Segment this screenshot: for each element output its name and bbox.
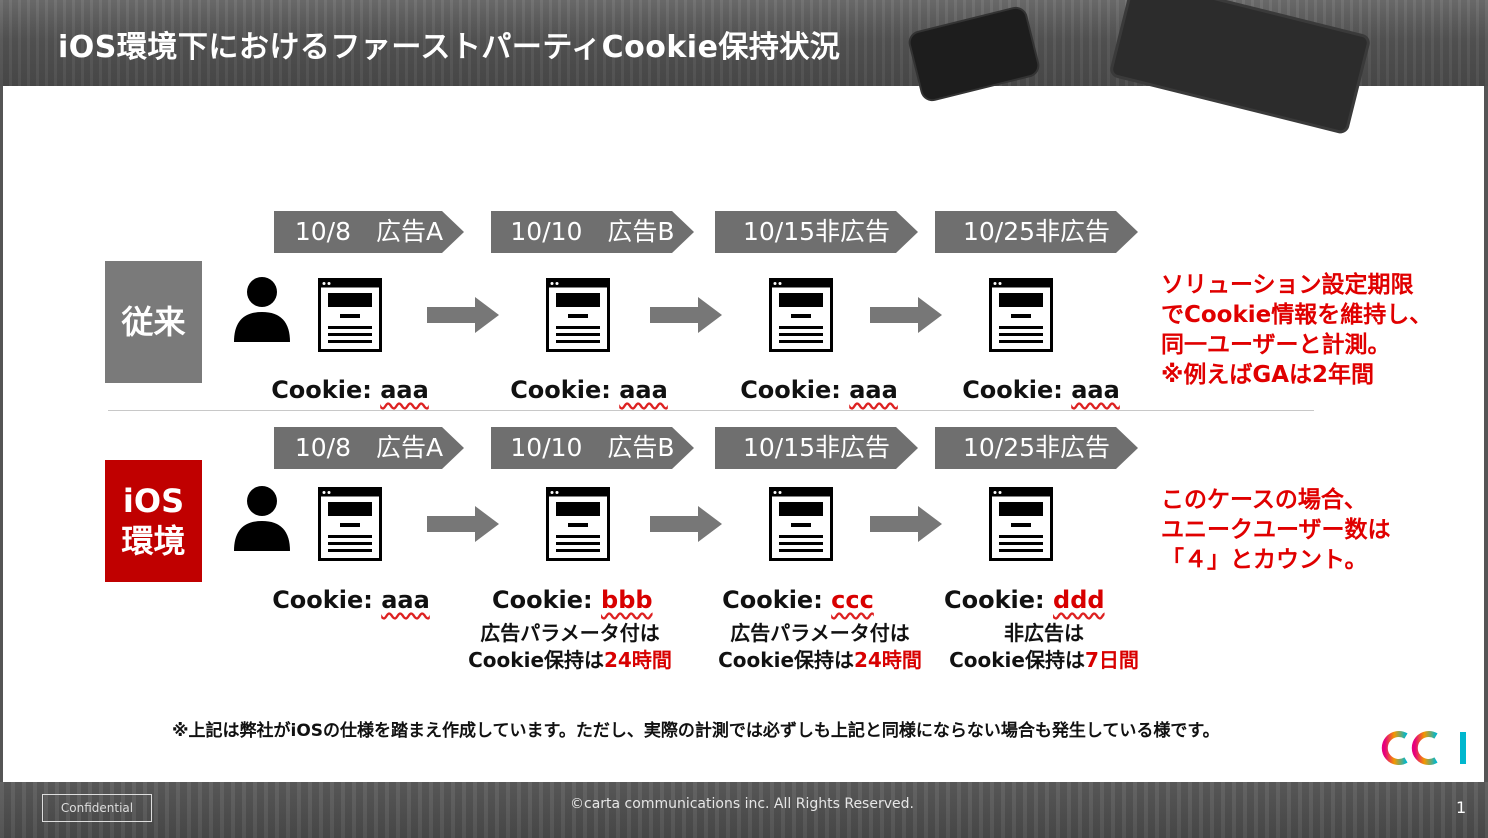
- right-arrow-icon: [870, 506, 942, 542]
- right-arrow-icon: [650, 506, 722, 542]
- step-chevron: 10/8 広告A: [274, 427, 464, 469]
- right-arrow-icon: [427, 506, 499, 542]
- row-divider: [108, 410, 1314, 411]
- retention-note: 広告パラメータ付は Cookie保持は24時間: [468, 621, 672, 672]
- webpage-icon: [546, 278, 610, 352]
- right-arrow-icon: [870, 297, 942, 333]
- person-icon: [234, 486, 290, 551]
- webpage-icon: [546, 487, 610, 561]
- cookie-value: Cookie: bbb: [492, 586, 653, 614]
- row-label-ios-line2: 環境: [121, 522, 186, 560]
- step-chevron: 10/8 広告A: [274, 211, 464, 253]
- cookie-value: Cookie: ccc: [722, 586, 874, 614]
- copyright-text: ©carta communications inc. All Rights Re…: [570, 796, 914, 812]
- side-note-ios: このケースの場合、 ユニークユーザー数は 「４」とカウント。: [1161, 487, 1391, 573]
- webpage-icon: [989, 487, 1053, 561]
- step-chevron: 10/10 広告B: [491, 427, 694, 469]
- cookie-value: Cookie: ddd: [944, 586, 1105, 614]
- webpage-icon: [769, 278, 833, 352]
- cookie-value: Cookie: aaa: [962, 376, 1120, 404]
- retention-note: 広告パラメータ付は Cookie保持は24時間: [718, 621, 922, 672]
- slide-title: iOS環境下におけるファーストパーティCookie保持状況: [58, 30, 841, 65]
- person-icon: [234, 277, 290, 342]
- step-chevron: 10/25非広告: [935, 211, 1138, 253]
- confidential-label: Confidential: [42, 794, 152, 822]
- right-arrow-icon: [650, 297, 722, 333]
- right-arrow-icon: [427, 297, 499, 333]
- step-chevron: 10/15非広告: [715, 427, 918, 469]
- cookie-value: Cookie: aaa: [740, 376, 898, 404]
- webpage-icon: [989, 278, 1053, 352]
- frame-left: [0, 86, 3, 782]
- frame-right: [1484, 86, 1488, 782]
- webpage-icon: [769, 487, 833, 561]
- footer-bar: Confidential ©carta communications inc. …: [0, 782, 1488, 838]
- step-chevron: 10/15非広告: [715, 211, 918, 253]
- webpage-icon: [318, 487, 382, 561]
- cookie-value: Cookie: aaa: [272, 586, 430, 614]
- cci-logo: [1381, 731, 1466, 765]
- retention-note: 非広告は Cookie保持は7日間: [949, 621, 1139, 672]
- cookie-value: Cookie: aaa: [271, 376, 429, 404]
- step-chevron: 10/25非広告: [935, 427, 1138, 469]
- cookie-value: Cookie: aaa: [510, 376, 668, 404]
- row-label-traditional: 従来: [105, 261, 202, 383]
- page-number: 1: [1456, 798, 1467, 817]
- side-note-traditional: ソリューション設定期限 でCookie情報を維持し、 同一ユーザーと計測。 ※例…: [1161, 272, 1433, 388]
- webpage-icon: [318, 278, 382, 352]
- row-label-ios-line1: iOS: [122, 482, 185, 520]
- disclaimer-text: ※上記は弊社がiOSの仕様を踏まえ作成しています。ただし、実際の計測では必ずしも…: [172, 721, 1220, 741]
- laptop-image: [1111, 0, 1369, 132]
- row-label-ios: iOS 環境: [105, 460, 202, 582]
- header-bar: iOS環境下におけるファーストパーティCookie保持状況: [0, 0, 1488, 132]
- phone-image: [908, 6, 1040, 102]
- step-chevron: 10/10 広告B: [491, 211, 694, 253]
